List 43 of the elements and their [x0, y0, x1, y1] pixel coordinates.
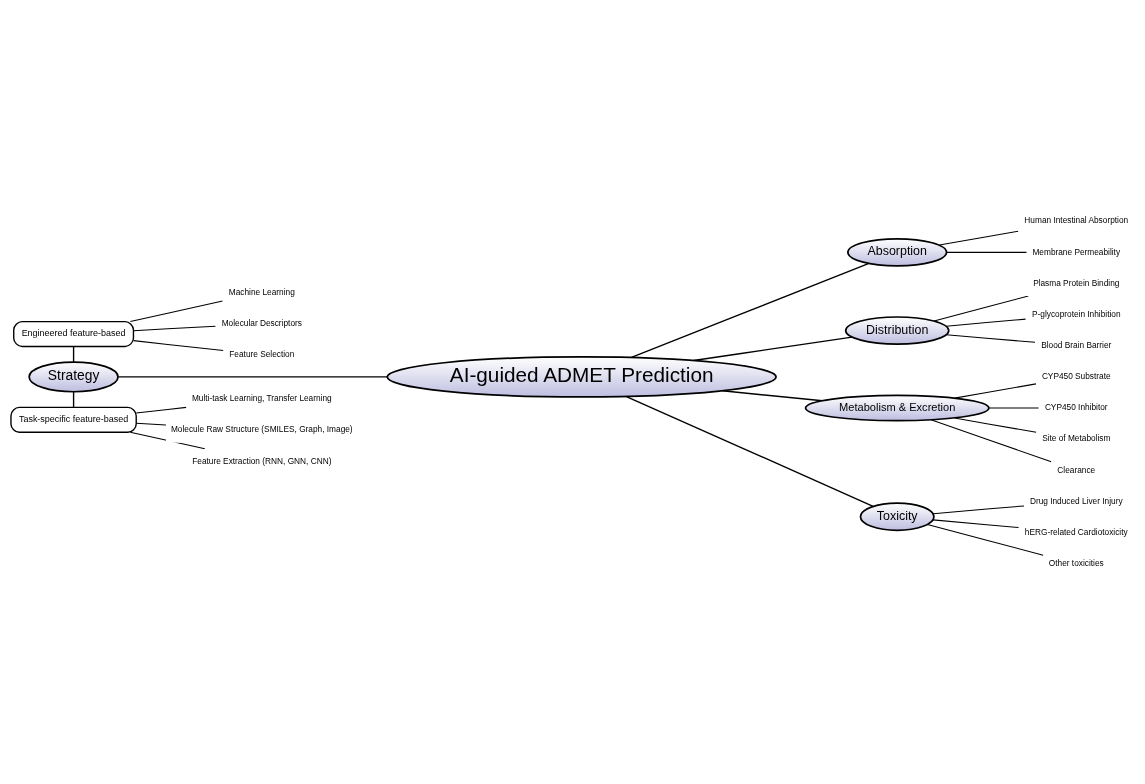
node-text: Blood Brain Barrier — [1041, 339, 1112, 350]
connector — [630, 262, 870, 358]
connector — [954, 382, 1037, 399]
node-text: hERG-related Cardiotoxicity — [1024, 526, 1128, 537]
node-ellipse: Metabolism & Excretion — [804, 394, 990, 422]
node-text: Site of Metabolism — [1042, 432, 1111, 443]
connector — [932, 518, 1020, 528]
node-text: Clearance — [1057, 464, 1096, 474]
node-text: Other toxicities — [1048, 557, 1104, 568]
connector — [946, 251, 1028, 253]
connector — [129, 431, 206, 449]
connector — [931, 418, 1052, 462]
connector — [135, 422, 167, 425]
node-text: Molecular Descriptors — [221, 317, 302, 328]
node-text: Multi-task Learning, Transfer Learning — [191, 392, 332, 403]
connector — [933, 295, 1029, 321]
node-ellipse: Toxicity — [859, 501, 935, 531]
node-ellipse: Strategy — [28, 360, 119, 393]
connector — [625, 395, 874, 507]
node-text: Plasma Protein Binding — [1033, 277, 1120, 288]
node-text: Human Intestinal Absorption — [1024, 214, 1129, 225]
node-ellipse: Absorption — [846, 237, 948, 267]
connector — [945, 333, 1036, 343]
node-text: Molecule Raw Structure (SMILES, Graph, Image) — [170, 423, 353, 434]
node-text: Drug Induced Liver Injury — [1029, 495, 1123, 506]
connector — [945, 318, 1027, 327]
connector — [129, 300, 224, 322]
connector — [954, 417, 1037, 433]
node-ellipse: Distribution — [844, 315, 950, 345]
node-text: CYP450 Substrate — [1041, 370, 1111, 381]
node-box: Task-specific feature-based — [10, 406, 137, 433]
node-text: Machine Learning — [228, 286, 295, 297]
node-text: Membrane Permeability — [1032, 246, 1121, 257]
node-ellipse: AI-guided ADMET Prediction — [386, 355, 777, 398]
connector — [926, 523, 1044, 556]
node-text: P-glycoprotein Inhibition — [1031, 308, 1121, 319]
node-box: Engineered feature-based — [13, 320, 135, 347]
connector — [133, 325, 217, 331]
node-text: Feature Extraction (RNN, GNN, CNN) — [192, 455, 332, 465]
connector — [133, 339, 224, 351]
connector — [135, 406, 187, 413]
node-text: Feature Selection — [229, 348, 295, 359]
node-text: CYP450 Inhibitor — [1044, 401, 1108, 412]
